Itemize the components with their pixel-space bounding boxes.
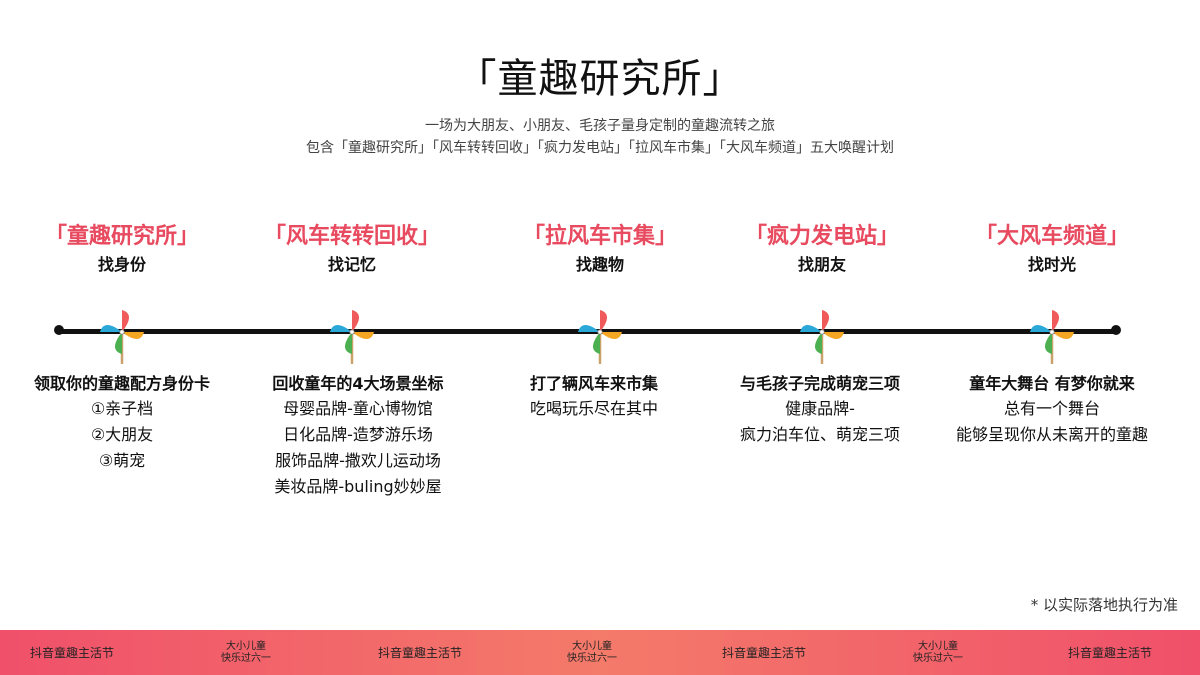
timeline-start-dot (54, 325, 64, 335)
stage-2-details: 回收童年的4大场景坐标 母婴品牌-童心博物馆 日化品牌-造梦游乐场 服饰品牌-撒… (218, 372, 498, 500)
page-title: 「童趣研究所」 (456, 56, 744, 102)
stage-goal: 找记忆 (327, 255, 376, 274)
stage-detail-head: 与毛孩子完成萌宠三项 (739, 374, 900, 393)
pinwheel-icon (1026, 308, 1078, 365)
stage-detail-line: 日化品牌-造梦游乐场 (283, 425, 433, 444)
pinwheel-icon (796, 308, 848, 365)
timeline-end-dot (1111, 325, 1121, 335)
stage-detail-line: 健康品牌- (785, 399, 855, 418)
footer-slogan-line1: 大小儿童 (918, 640, 958, 652)
footer-slogan-line1: 大小儿童 (572, 640, 612, 652)
stage-2-header: 「风车转转回收」 找记忆 (222, 222, 482, 276)
stage-detail-line: 美妆品牌-buling妙妙屋 (274, 477, 442, 496)
stage-detail-line: 总有一个舞台 (1003, 399, 1100, 418)
stage-detail-head: 打了辆风车来市集 (529, 374, 658, 393)
footer-band: 抖音童趣主活节 大小儿童 快乐过六一 抖音童趣主活节 大小儿童 快乐过六一 抖音… (0, 630, 1200, 675)
footer-brand-label: 抖音童趣主活节 (1067, 646, 1153, 660)
stage-goal: 找身份 (97, 255, 146, 274)
page-subtitle-2: 包含「童趣研究所」「风车转转回收」「疯力发电站」「拉风车市集」「大风车频道」五大… (306, 140, 894, 156)
stage-detail-head: 领取你的童趣配方身份卡 (33, 374, 210, 393)
footer-slogan: 大小儿童 快乐过六一 (913, 630, 963, 675)
stage-detail-line: ③萌宠 (98, 451, 146, 470)
stage-name: 「疯力发电站」 (744, 224, 899, 249)
stage-name: 「拉风车市集」 (522, 224, 677, 249)
stage-5-details: 童年大舞台 有梦你就来 总有一个舞台 能够呈现你从未离开的童趣 (912, 372, 1192, 448)
footer-slogan: 大小儿童 快乐过六一 (221, 630, 271, 675)
stage-name: 「大风车频道」 (974, 224, 1129, 249)
footer-slogan-line1: 大小儿童 (226, 640, 266, 652)
pinwheel-icon (326, 308, 378, 365)
stage-4-details: 与毛孩子完成萌宠三项 健康品牌- 疯力泊车位、萌宠三项 (680, 372, 960, 448)
footer-brand-label: 抖音童趣主活节 (377, 646, 463, 660)
stage-detail-line: 疯力泊车位、萌宠三项 (739, 425, 900, 444)
stage-1-details: 领取你的童趣配方身份卡 ①亲子档 ②大朋友 ③萌宠 (0, 372, 262, 474)
stage-1-header: 「童趣研究所」 找身份 (0, 222, 252, 276)
stage-3-details: 打了辆风车来市集 吃喝玩乐尽在其中 (454, 372, 734, 422)
stage-detail-line: 母婴品牌-童心博物馆 (283, 399, 433, 418)
footer-brand-label: 抖音童趣主活节 (29, 646, 115, 660)
stage-detail-line: 吃喝玩乐尽在其中 (529, 399, 658, 418)
footer-slogan-line2: 快乐过六一 (567, 652, 617, 664)
stage-goal: 找趣物 (575, 255, 624, 274)
stage-detail-head: 回收童年的4大场景坐标 (272, 374, 444, 393)
stage-4-header: 「疯力发电站」 找朋友 (692, 222, 952, 276)
stage-detail-line: 能够呈现你从未离开的童趣 (955, 425, 1148, 444)
stage-detail-head: 童年大舞台 有梦你就来 (969, 374, 1135, 393)
footer-brand-label: 抖音童趣主活节 (721, 646, 807, 660)
page-subtitle-1: 一场为大朋友、小朋友、毛孩子量身定制的童趣流转之旅 (425, 118, 775, 134)
stage-detail-line: ②大朋友 (90, 425, 154, 444)
footer-slogan-line2: 快乐过六一 (221, 652, 271, 664)
stage-goal: 找朋友 (797, 255, 846, 274)
footer-slogan-line2: 快乐过六一 (913, 652, 963, 664)
stage-detail-line: ①亲子档 (90, 399, 154, 418)
pinwheel-icon (96, 308, 148, 365)
stage-name: 「风车转转回收」 (263, 224, 440, 249)
stage-detail-line: 服饰品牌-撒欢儿运动场 (275, 451, 441, 470)
footnote: * 以实际落地执行为准 (1030, 596, 1178, 614)
stage-name: 「童趣研究所」 (44, 224, 199, 249)
pinwheel-icon (574, 308, 626, 365)
stage-3-header: 「拉风车市集」 找趣物 (470, 222, 730, 276)
footer-slogan: 大小儿童 快乐过六一 (567, 630, 617, 675)
stage-5-header: 「大风车频道」 找时光 (922, 222, 1182, 276)
stage-goal: 找时光 (1027, 255, 1076, 274)
